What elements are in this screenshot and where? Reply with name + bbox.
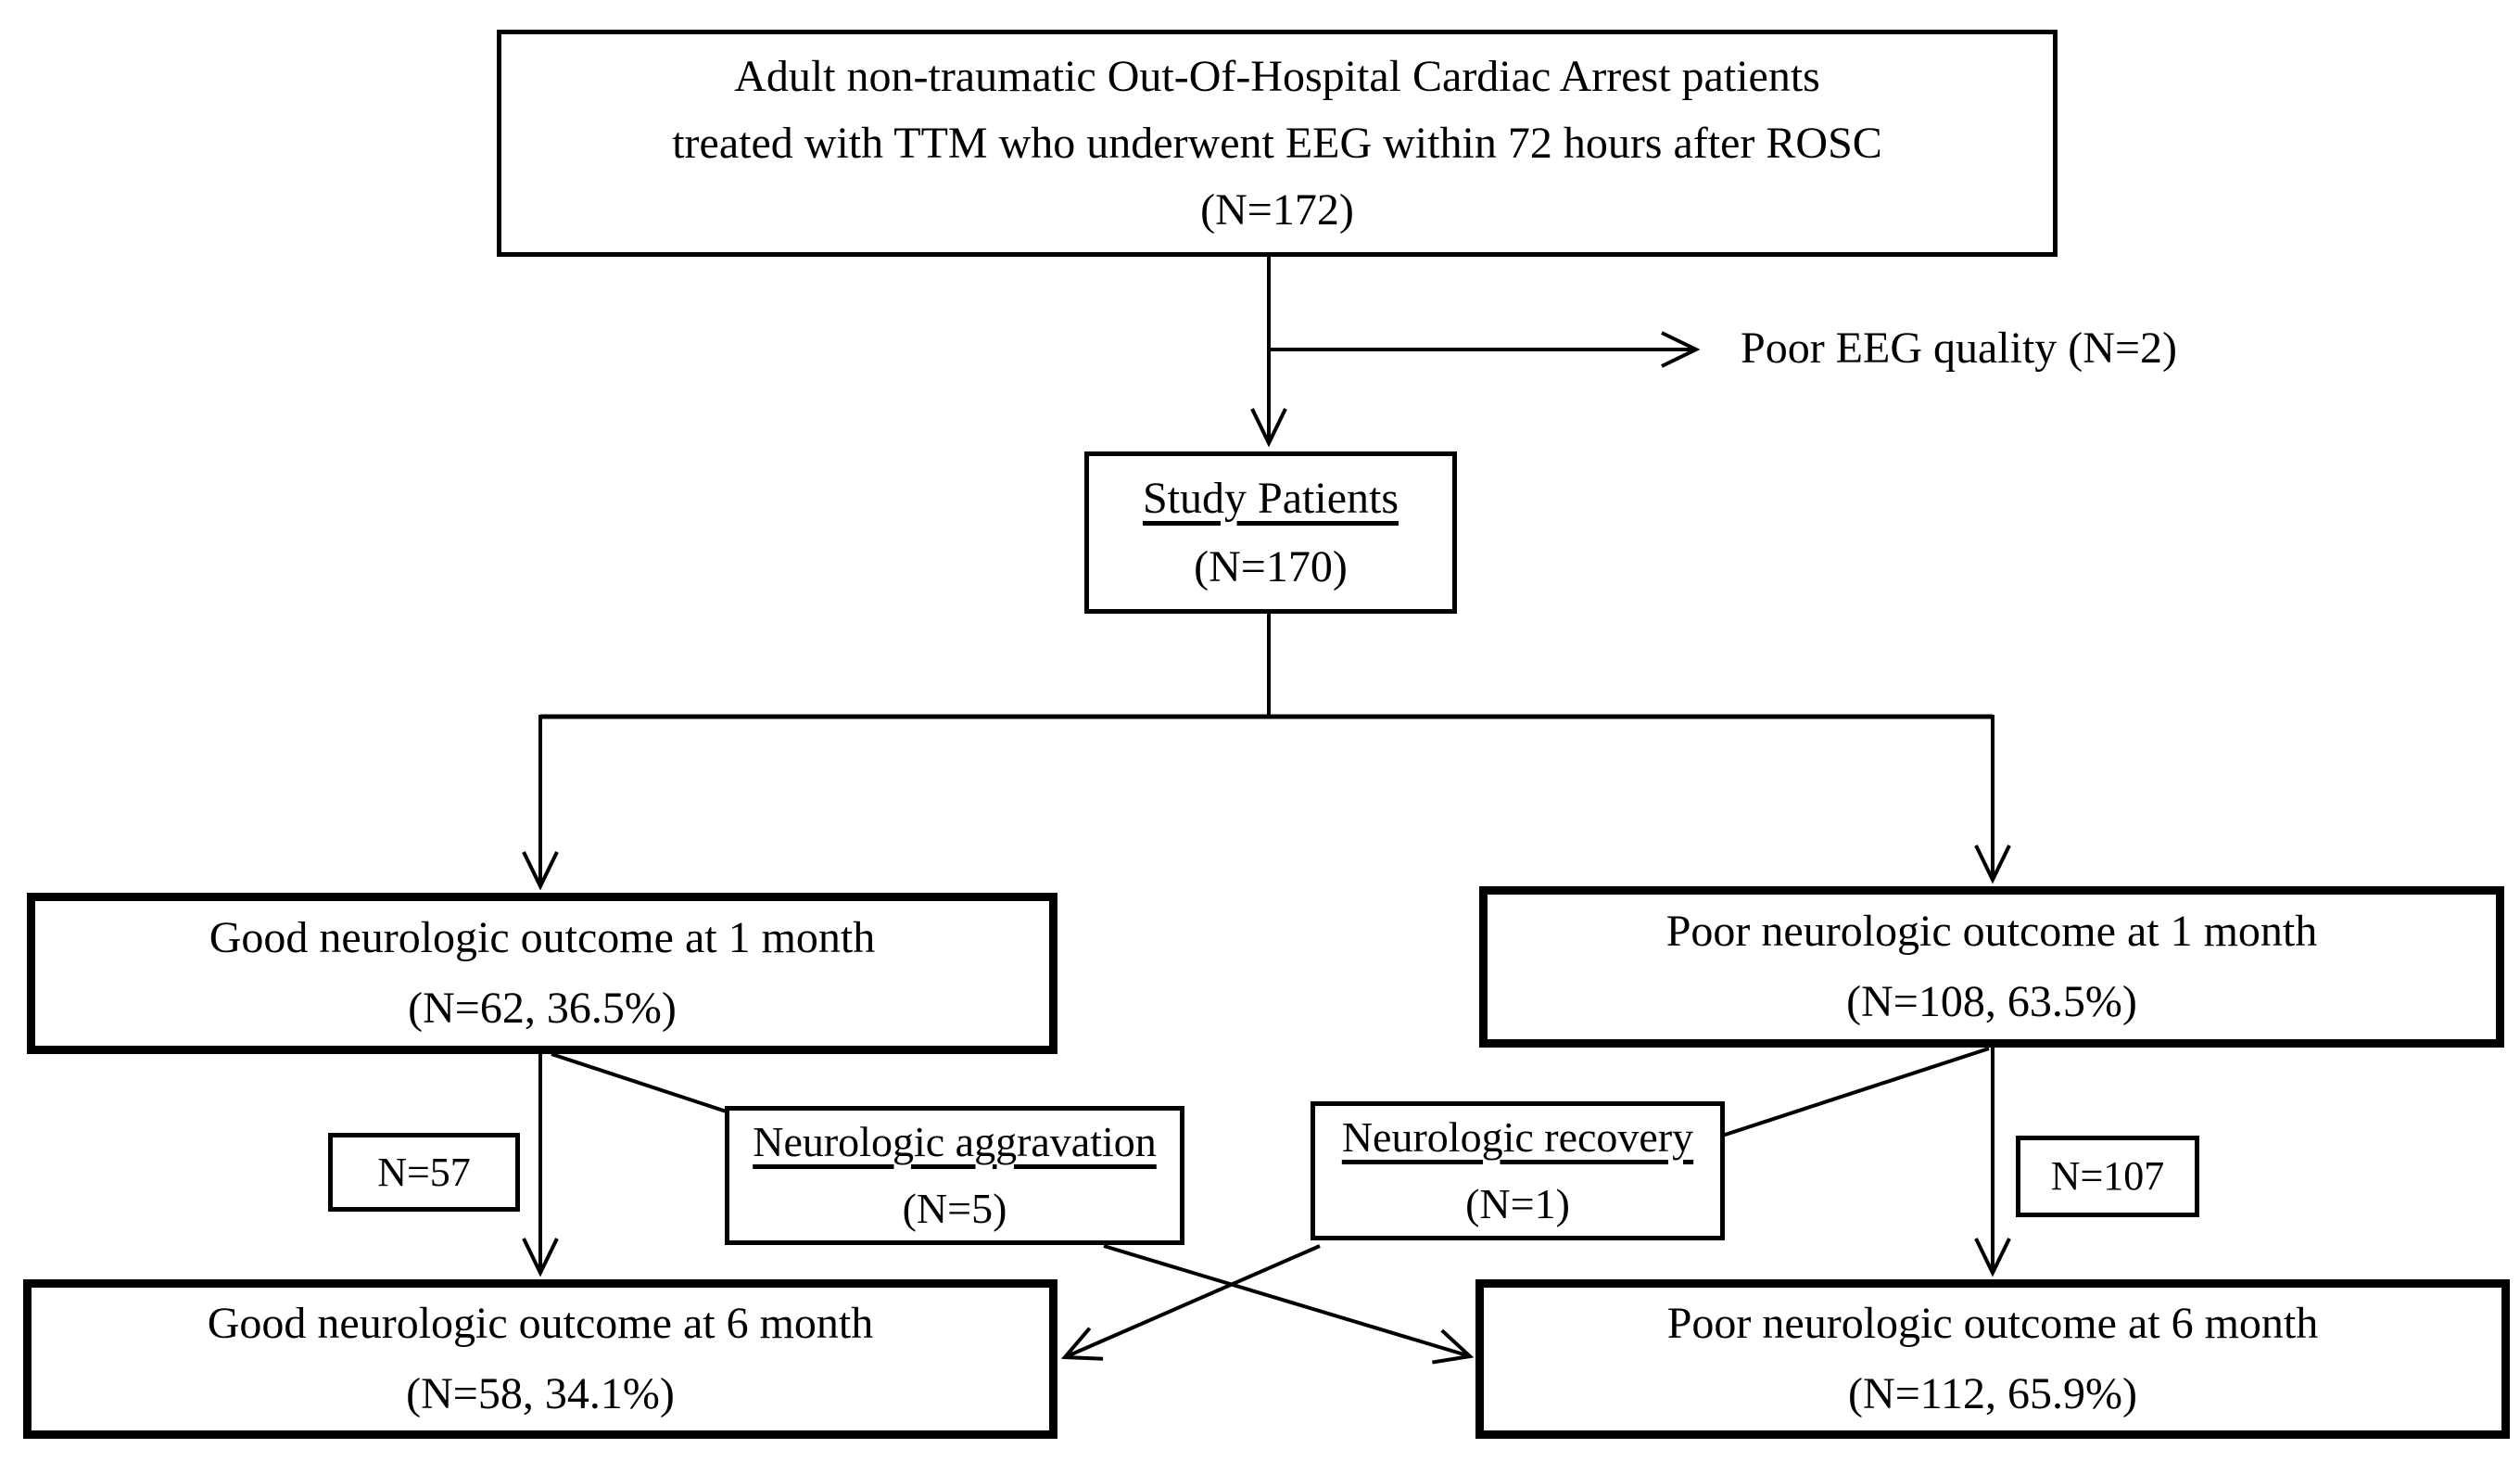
connector-recovery-to-good6m [1065, 1244, 1321, 1357]
eligible-count: (N=172) [1200, 184, 1354, 235]
box-study-patients: Study Patients (N=170) [1084, 451, 1457, 614]
connector-poor1m-to-recovery [1710, 1047, 1990, 1141]
recovery-count: (N=1) [1465, 1180, 1570, 1227]
study-count: (N=170) [1194, 541, 1348, 591]
n107-label: N=107 [2050, 1153, 2165, 1199]
box-good-outcome-6-month: Good neurologic outcome at 6 month (N=58… [23, 1279, 1057, 1439]
eligible-line-2: treated with TTM who underwent EEG withi… [672, 118, 1882, 168]
aggravation-count: (N=5) [902, 1185, 1007, 1232]
connector-good1m-to-aggravation [551, 1052, 747, 1120]
aggravation-title: Neurologic aggravation [753, 1118, 1157, 1165]
good-1m-title: Good neurologic outcome at 1 month [209, 913, 876, 962]
box-poor-outcome-1-month: Poor neurologic outcome at 1 month (N=10… [1479, 886, 2504, 1048]
study-title: Study Patients [1142, 473, 1399, 523]
connector-aggravation-to-poor6m [1103, 1244, 1470, 1356]
eligible-line-1: Adult non-traumatic Out-Of-Hospital Card… [734, 51, 1820, 101]
good-6m-count: (N=58, 34.1%) [406, 1369, 675, 1418]
box-n107: N=107 [2016, 1136, 2199, 1217]
poor-6m-count: (N=112, 65.9%) [1848, 1369, 2137, 1418]
box-eligible-patients: Adult non-traumatic Out-Of-Hospital Card… [497, 30, 2058, 257]
poor-1m-count: (N=108, 63.5%) [1846, 977, 2137, 1026]
poor-1m-title: Poor neurologic outcome at 1 month [1665, 907, 2318, 956]
good-6m-title: Good neurologic outcome at 6 month [207, 1299, 874, 1348]
box-good-outcome-1-month: Good neurologic outcome at 1 month (N=62… [27, 893, 1057, 1054]
good-1m-count: (N=62, 36.5%) [408, 984, 677, 1033]
box-neurologic-recovery: Neurologic recovery (N=1) [1311, 1101, 1725, 1240]
box-n57: N=57 [328, 1133, 520, 1212]
n57-label: N=57 [377, 1149, 471, 1195]
recovery-title: Neurologic recovery [1341, 1113, 1694, 1161]
poor-6m-title: Poor neurologic outcome at 6 month [1666, 1299, 2319, 1348]
excluded-label: Poor EEG quality (N=2) [1741, 324, 2177, 373]
box-poor-outcome-6-month: Poor neurologic outcome at 6 month (N=11… [1475, 1279, 2510, 1439]
box-neurologic-aggravation: Neurologic aggravation (N=5) [725, 1106, 1184, 1245]
